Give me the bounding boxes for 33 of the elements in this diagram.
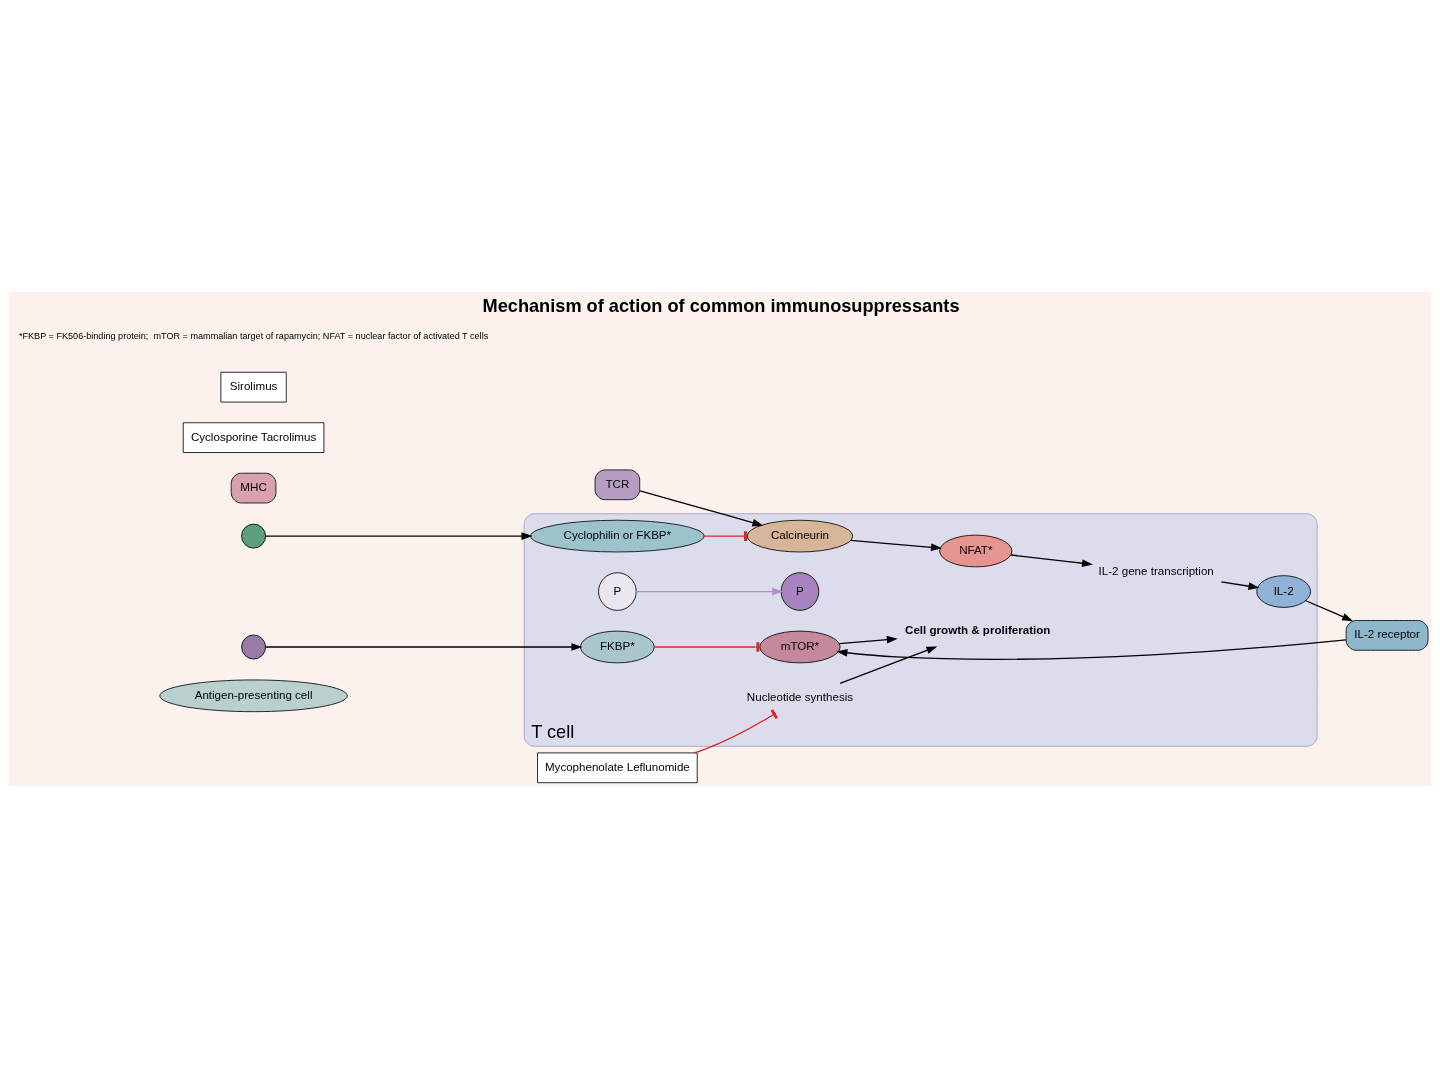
arrow [639,489,764,526]
arrow [264,531,533,540]
node-text: Nucleotide synthesis [746,690,854,703]
arrow [635,587,784,595]
arrow [850,539,942,551]
node-circle [241,634,266,659]
node-circle: P [780,571,820,611]
node-text: IL-2 gene transcription [1098,564,1214,577]
arrow [1305,599,1354,621]
node-ellipse: IL-2 [1256,574,1311,608]
arrow [1220,580,1260,590]
node-ellipse: NFAT* [939,534,1013,567]
arrow [838,635,898,644]
node-box: MHC [230,472,277,503]
connector [693,708,779,754]
node-box: IL-2 receptor [1345,619,1429,651]
diagram-title: Mechanism of action of common immunosuppressants [482,295,960,316]
arrow [836,638,1347,660]
node-ellipse: FKBP* [580,630,655,663]
arrow [1010,553,1093,567]
arrow [264,642,583,651]
node-box: Sirolimus [220,371,287,402]
node-box: Mycophenolate Leflunomide [537,752,698,783]
node-text: Cell growth & proliferation [905,623,1051,636]
node-ellipse: Antigen-presenting cell [159,679,348,712]
node-ellipse: Cyclophilin or FKBP* [530,519,705,552]
node-circle [241,523,266,548]
arrow [839,645,938,684]
label: *FKBP = FK506-binding protein; mTOR = mammalian target of rapamycin; NFAT = nuclear factor of activated T cells [18,330,489,341]
node-box: TCR [594,469,641,500]
node-circle: P [598,571,637,611]
node-ellipse: mTOR* [759,630,841,663]
node-box: Cyclosporine Tacrolimus [182,421,325,453]
